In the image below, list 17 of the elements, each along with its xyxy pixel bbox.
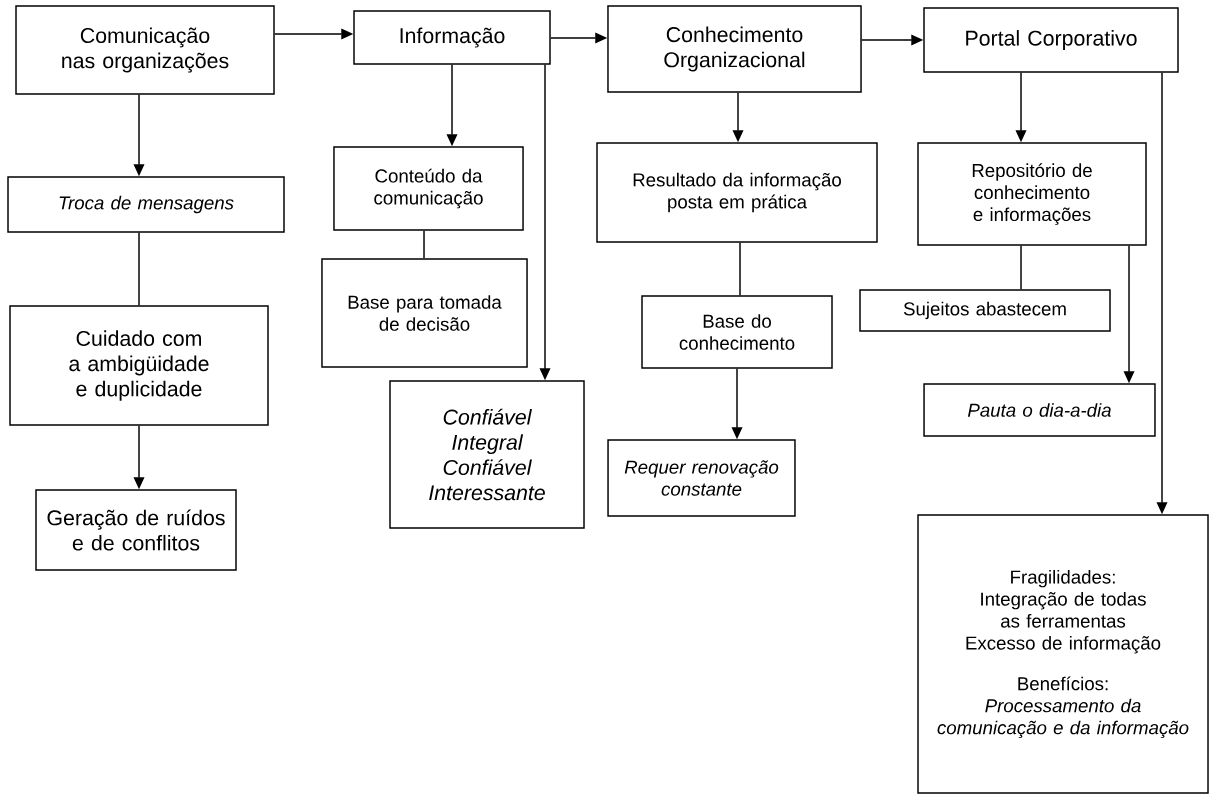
text-box: Geração de ruídos e de conflitos <box>35 489 237 571</box>
text-box: Confiável Integral Confiável Interessante <box>389 380 585 529</box>
text-box: Informação <box>353 10 551 65</box>
text-box: Portal Corporativo <box>923 7 1179 73</box>
text-box: Troca de mensagens <box>7 176 285 233</box>
text-box: Comunicação nas organizações <box>15 5 275 95</box>
text-box: Conteúdo da comunicação <box>333 146 524 231</box>
text-box: Repositório de conhecimento e informações <box>917 142 1147 246</box>
text-box: Pauta o dia-a-dia <box>923 383 1156 437</box>
text-box: Requer renovação constante <box>607 439 796 517</box>
text-box: Fragilidades: Integração de todas as ferramentas Excesso de informação Benefícios: Processamento da comunicação e da informação <box>917 514 1209 794</box>
text-box: Base para tomada de decisão <box>321 258 528 368</box>
text-box: Base do conhecimento <box>641 295 833 369</box>
text-box: Conhecimento Organizacional <box>607 5 862 93</box>
text-box: Sujeitos abastecem <box>859 289 1111 332</box>
text-box: Cuidado com a ambigüidade e duplicidade <box>9 305 269 426</box>
text-box: Resultado da informação posta em prática <box>596 142 878 243</box>
